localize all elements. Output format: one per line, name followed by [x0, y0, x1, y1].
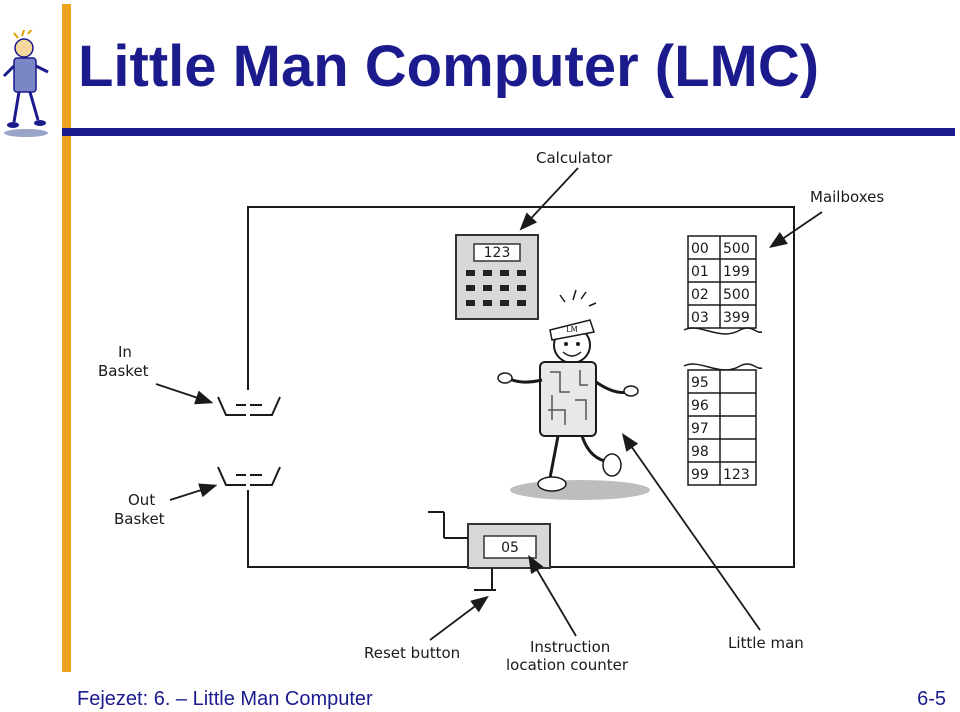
little-man-logo-icon — [2, 30, 49, 137]
mailbox-value: 399 — [723, 310, 750, 326]
title-rule — [62, 128, 955, 136]
accent-bar-vertical — [62, 4, 71, 672]
little-man-figure: LM — [497, 289, 650, 500]
mailbox-address: 02 — [691, 287, 709, 303]
little-man-cap-label: LM — [566, 325, 577, 334]
mailbox-address: 96 — [691, 398, 709, 414]
mailbox-address: 03 — [691, 310, 709, 326]
calculator: 123 — [455, 234, 539, 320]
counter-display: 05 — [501, 540, 519, 556]
label-in-basket: Basket — [98, 362, 149, 380]
footer-page-number: 6-5 — [917, 688, 946, 710]
mailbox-address: 98 — [691, 444, 709, 460]
mailbox-address: 01 — [691, 264, 709, 280]
label-instruction-counter: Instruction — [530, 638, 610, 656]
label-reset-button: Reset button — [364, 644, 460, 662]
footer-chapter: Fejezet: 6. – Little Man Computer — [77, 688, 373, 710]
reset-button — [428, 511, 496, 591]
label-in-basket: In — [118, 343, 132, 361]
mailbox-address: 99 — [691, 467, 709, 483]
label-little-man: Little man — [728, 634, 804, 652]
label-instruction-counter: location counter — [506, 656, 629, 674]
mailbox-address: 97 — [691, 421, 709, 437]
annotation-arrows — [155, 167, 823, 641]
mailbox-value: 199 — [723, 264, 750, 280]
mailbox-value: 500 — [723, 241, 750, 257]
mailbox-address: 00 — [691, 241, 709, 257]
mailbox-address: 95 — [691, 375, 709, 391]
mailboxes-grid: 00 500 01 199 02 500 03 399 95 96 97 98 … — [683, 235, 763, 486]
label-mailboxes: Mailboxes — [810, 188, 884, 206]
label-out-basket: Basket — [114, 510, 165, 528]
label-calculator: Calculator — [536, 149, 613, 167]
calculator-display: 123 — [484, 245, 511, 261]
label-out-basket: Out — [128, 491, 155, 509]
page-title: Little Man Computer (LMC) — [78, 34, 820, 99]
mailbox-value: 500 — [723, 287, 750, 303]
mailbox-value: 123 — [723, 467, 750, 483]
instruction-counter: 05 — [467, 523, 551, 569]
